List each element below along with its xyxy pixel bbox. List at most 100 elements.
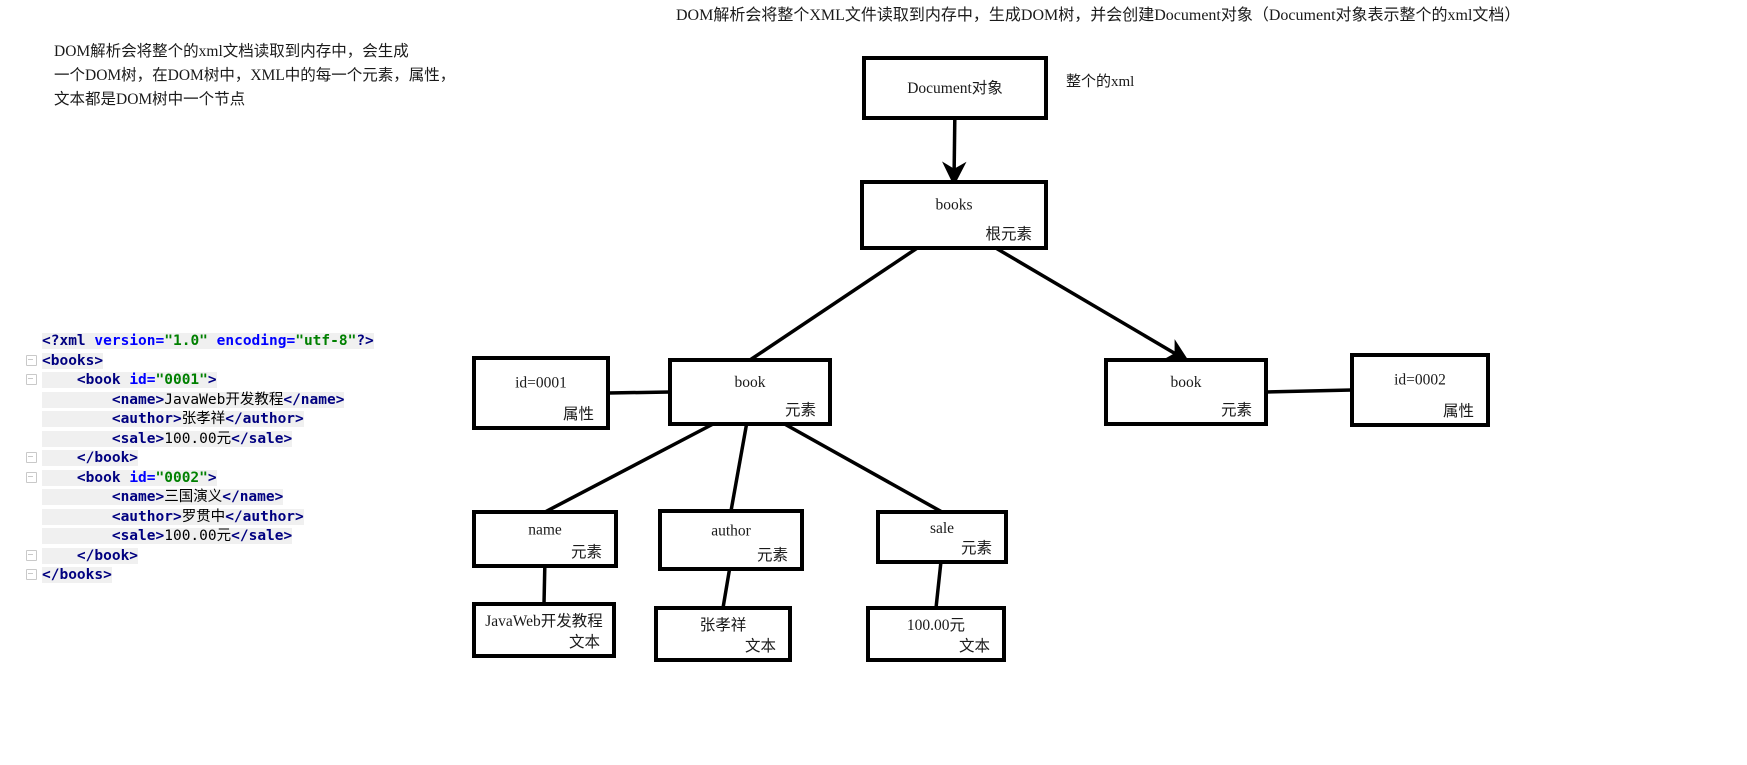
tree-edge [942,117,967,187]
code-token: <name> [111,489,165,505]
tree-edge [994,246,1190,363]
tree-node-author[interactable]: author 元素 [658,509,804,571]
tree-edge [721,568,732,609]
tree-edge [729,423,749,512]
node-subtitle: 元素 [785,401,816,419]
tree-edge [542,565,547,605]
code-token: "1.0" [164,333,208,349]
node-title: sale [930,520,954,537]
node-box [658,509,804,571]
code-token: </author> [225,508,304,525]
code-token: </sale> [231,430,293,447]
node-subtitle: 元素 [1221,401,1252,419]
code-token: </sale> [231,528,293,544]
node-box [860,180,1048,250]
code-token: xml [59,333,86,349]
node-title: JavaWeb开发教程 [485,612,603,630]
tree-edge [544,422,714,514]
code-line: <book id="0002"> [26,469,374,489]
code-line: </books> [26,566,374,586]
tree-node-layer: Document对象books根元素id=0001属性book元素book元素i… [472,56,1490,662]
code-token: </name> [222,489,284,505]
fold-toggle-icon[interactable] [26,549,39,563]
code-token: <author> [111,508,182,525]
tree-edge-layer [542,117,1353,609]
node-subtitle: 元素 [961,539,992,557]
node-box [866,606,1006,662]
code-token: encoding= [207,333,296,349]
code-line: <sale>100.00元</sale> [26,430,374,450]
tree-node-document[interactable]: Document对象 [862,56,1048,120]
node-box [472,510,618,568]
code-token: </books> [42,567,112,583]
tree-node-book2[interactable]: book 元素 [1104,358,1268,426]
fold-toggle-icon[interactable] [26,354,39,368]
code-token: </book> [76,547,139,564]
code-token: </name> [283,391,345,408]
node-box [472,602,616,658]
code-token: "0002" [155,469,208,486]
left-annotation-line-2: 一个DOM树，在DOM树中，XML中的每一个元素，属性， [54,67,456,84]
tree-edge [934,561,943,609]
fold-toggle-icon[interactable] [26,569,39,582]
code-line: <author>罗贯中</author> [26,508,374,528]
node-title: 张孝祥 [700,616,747,634]
code-line: <?xml version="1.0" encoding="utf-8"?> [26,332,374,352]
code-token: </book> [76,450,139,466]
node-subtitle: 根元素 [985,225,1032,243]
code-token: <? [42,333,60,349]
code-token: </author> [225,411,304,427]
fold-toggle-icon[interactable] [26,374,39,387]
node-box [876,510,1008,564]
code-token: "0001" [155,372,208,388]
node-box [1104,358,1268,426]
code-token: id= [129,372,156,388]
code-token: <sale> [111,430,165,447]
node-subtitle: 文本 [745,637,776,655]
node-subtitle: 属性 [1443,402,1474,420]
left-annotation-line-1: DOM解析会将整个的xml文档读取到内存中，会生成 [54,43,409,60]
tree-edge [783,422,943,514]
xml-code-block: <?xml version="1.0" encoding="utf-8"?><b… [26,332,374,586]
code-line: <name>三国演义</name> [26,488,374,508]
tree-edge [607,390,671,395]
code-token: version= [85,333,165,349]
tree-node-sale[interactable]: sale 元素 [876,510,1008,564]
code-token: JavaWeb开发教程 [164,391,284,408]
tree-node-books[interactable]: books 根元素 [860,180,1048,250]
node-subtitle: 元素 [757,546,788,564]
node-box [668,358,832,426]
code-token: 张孝祥 [181,411,226,427]
code-line: </book> [26,449,374,469]
code-token: id= [129,469,156,486]
node-title: book [1171,374,1202,391]
code-token: 100.00元 [164,528,232,544]
tree-edge [749,246,919,362]
code-token: <sale> [111,528,165,544]
code-token: 罗贯中 [181,508,226,525]
code-token: "utf-8" [295,333,357,349]
code-token: ?> [356,333,374,349]
code-token: <books> [42,352,104,369]
code-token: <book [76,469,130,486]
code-line: <book id="0001"> [26,371,374,391]
node-subtitle: 属性 [563,405,594,423]
fold-toggle-icon[interactable] [26,452,39,465]
code-line: </book> [26,547,374,567]
tree-node-attr2[interactable]: id=0002 属性 [1350,353,1490,427]
node-title: books [935,197,972,214]
fold-toggle-icon[interactable] [26,471,39,485]
node-title: id=0001 [515,374,567,391]
tree-node-attr1[interactable]: id=0001 属性 [472,356,610,430]
code-line: <sale>100.00元</sale> [26,527,374,547]
node-title: id=0002 [1394,371,1446,388]
node-title: author [711,522,751,539]
code-token: > [207,372,217,388]
node-box [862,56,1048,120]
code-line: <author>张孝祥</author> [26,410,374,430]
